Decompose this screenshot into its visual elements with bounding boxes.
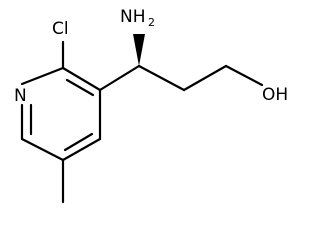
hydroxyl-label: OH [262,85,288,105]
bond-ch2-ch2 [182,64,228,92]
double-bond-c4-c5-inner [63,132,94,152]
double-bond-c2-c3-inner [65,78,95,97]
bond-stereocenter-ch2 [137,64,186,92]
structure-canvas: Cl N NH 2 OH [14,7,288,204]
bond-c4-c5 [61,137,102,162]
molecule-drawing: Cl N NH 2 OH [14,7,288,204]
amine-subscript: 2 [148,16,155,29]
amine-label: NH [120,7,146,27]
bond-c5-c6 [20,137,65,162]
bond-n1-c2 [20,66,65,86]
bond-c3-stereocenter [98,64,141,92]
wedge-bond-nh2 [133,34,145,66]
ring-nitrogen-label: N [14,86,27,106]
chlorine-label: Cl [52,19,69,39]
bond-ch2-oh [224,64,264,87]
bond-c2-c3 [61,66,102,92]
